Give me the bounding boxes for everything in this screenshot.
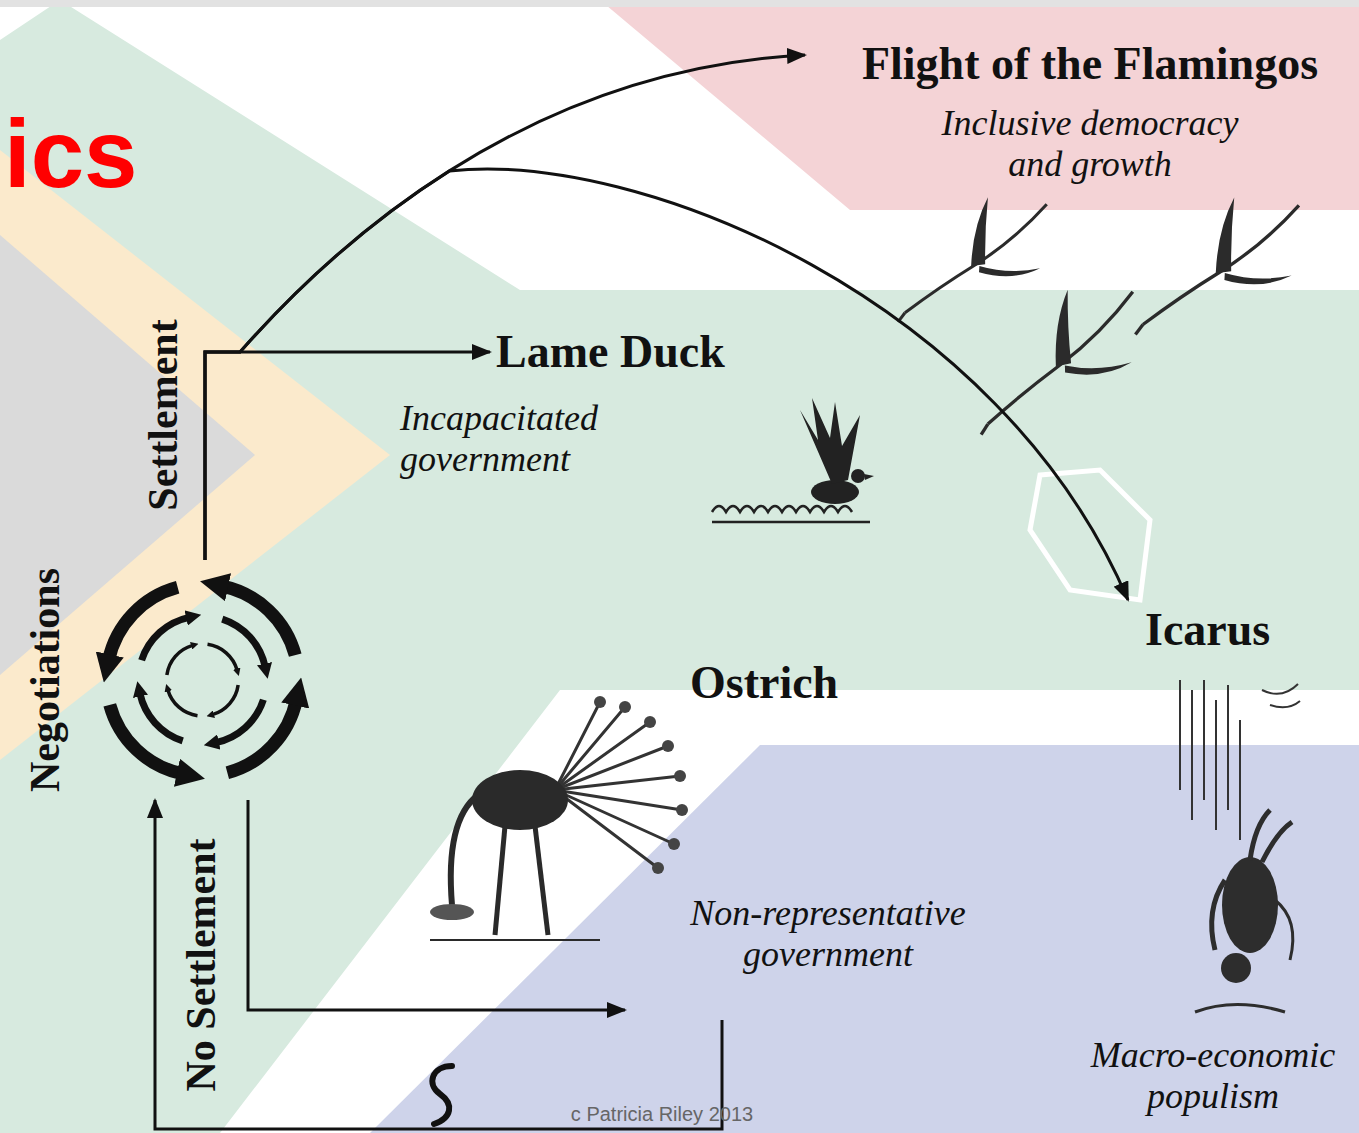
duck-water	[712, 506, 852, 512]
ostrich-plume	[619, 701, 631, 713]
speed-line	[1191, 690, 1193, 820]
flamingo-figure	[945, 269, 1161, 435]
node-body: Incapacitated government	[400, 398, 640, 481]
duck-figure	[712, 398, 874, 522]
cycle-arrow	[140, 693, 183, 741]
node-body: Non-representative government	[668, 893, 988, 976]
ostrich-feather	[555, 776, 680, 790]
ostrich-plume	[594, 696, 606, 708]
flag-blue-band	[370, 745, 1359, 1133]
flamingo-head	[979, 424, 991, 435]
ostrich-figure	[430, 696, 688, 940]
cycle-arrow	[212, 685, 238, 715]
icarus-body	[1222, 857, 1278, 953]
node-heading: Ostrich	[690, 657, 838, 710]
connector-arrow	[155, 800, 722, 1129]
node-heading: Lame Duck	[496, 326, 725, 379]
node-heading: Icarus	[1145, 604, 1270, 657]
node-body: Inclusive democracy and growth	[925, 103, 1255, 186]
map-border	[1030, 470, 1150, 600]
cycle-arrow	[168, 690, 198, 716]
ostrich-plume	[662, 740, 674, 752]
ostrich-plume	[644, 716, 656, 728]
scenario-node: Flight of the FlamingosInclusive democra…	[805, 30, 1350, 190]
duck-beak	[864, 474, 874, 480]
ostrich-leg	[535, 826, 548, 935]
node-body: Macro-economic populism	[1073, 1035, 1353, 1118]
flamingo-head	[1133, 325, 1145, 335]
ostrich-plume	[676, 804, 688, 816]
flamingo-wing	[1223, 256, 1292, 294]
edge-label: No Settlement	[180, 838, 222, 1091]
icarus-leg	[1262, 822, 1292, 862]
icarus-head	[1221, 953, 1251, 983]
connector-arrow	[205, 55, 805, 560]
scenario-node: IcarusMacro-economic populism	[1120, 600, 1357, 1122]
flamingo-wing	[1198, 198, 1252, 276]
ostrich-feather	[555, 790, 658, 868]
node-heading: Flight of the Flamingos	[862, 38, 1318, 91]
duck-wings	[800, 398, 860, 484]
cycle-arrow	[142, 617, 190, 660]
scenario-node: OstrichNon-representative government	[625, 655, 992, 1020]
page-title: ics	[4, 106, 137, 202]
scenario-node: Negotiations	[85, 560, 320, 800]
ostrich-plume	[674, 770, 686, 782]
duck-water-line	[712, 521, 870, 524]
squiggle-symbol	[432, 1066, 452, 1124]
speed-line	[1215, 700, 1217, 830]
icarus-figure	[1180, 680, 1300, 1012]
scenario-node: Lame DuckIncapacitated government	[490, 325, 880, 530]
icarus-feather	[1270, 701, 1300, 707]
flamingo-figure	[1108, 182, 1320, 335]
watermark: c Patricia Riley 2013	[571, 1103, 753, 1125]
flamingo-wing	[1063, 344, 1132, 387]
icarus-feather	[1262, 684, 1298, 694]
edge-label: Settlement	[142, 319, 184, 510]
icarus-speed-lines	[1180, 680, 1240, 840]
ostrich-plumes	[594, 696, 688, 874]
flag-red-band	[600, 0, 1359, 210]
speed-line	[1239, 720, 1241, 840]
ostrich-neck	[451, 795, 478, 905]
icarus-arm	[1212, 880, 1225, 950]
cycle-arrow	[208, 644, 238, 670]
cycle-arrow	[167, 645, 193, 675]
icarus-ground	[1195, 1005, 1285, 1013]
icarus-wing	[1275, 900, 1293, 960]
duck-body	[811, 480, 859, 504]
ostrich-sand	[430, 904, 474, 920]
duck-head	[851, 469, 865, 483]
ostrich-leg	[495, 826, 505, 935]
ostrich-plume	[668, 838, 680, 850]
connector-arrow	[205, 169, 1128, 600]
flamingo-wing	[955, 197, 1004, 268]
cycle-arrow	[222, 619, 265, 667]
speed-line	[1179, 680, 1181, 790]
cycle-arrow	[216, 700, 264, 743]
ostrich-tail	[555, 702, 682, 868]
cycle-shape	[85, 560, 320, 800]
ostrich-plume	[652, 862, 664, 874]
flamingo-wing	[1033, 290, 1092, 369]
connector-arrow	[248, 800, 625, 1010]
icarus-leg	[1250, 810, 1270, 860]
ostrich-body	[472, 770, 568, 830]
flamingo-figure	[873, 183, 1066, 322]
ostrich-ground	[430, 939, 600, 941]
flamingo-wing	[977, 251, 1040, 285]
speed-line	[1227, 685, 1229, 810]
top-strip	[0, 0, 1359, 7]
node-heading: Negotiations	[24, 568, 66, 792]
speed-line	[1203, 680, 1205, 800]
